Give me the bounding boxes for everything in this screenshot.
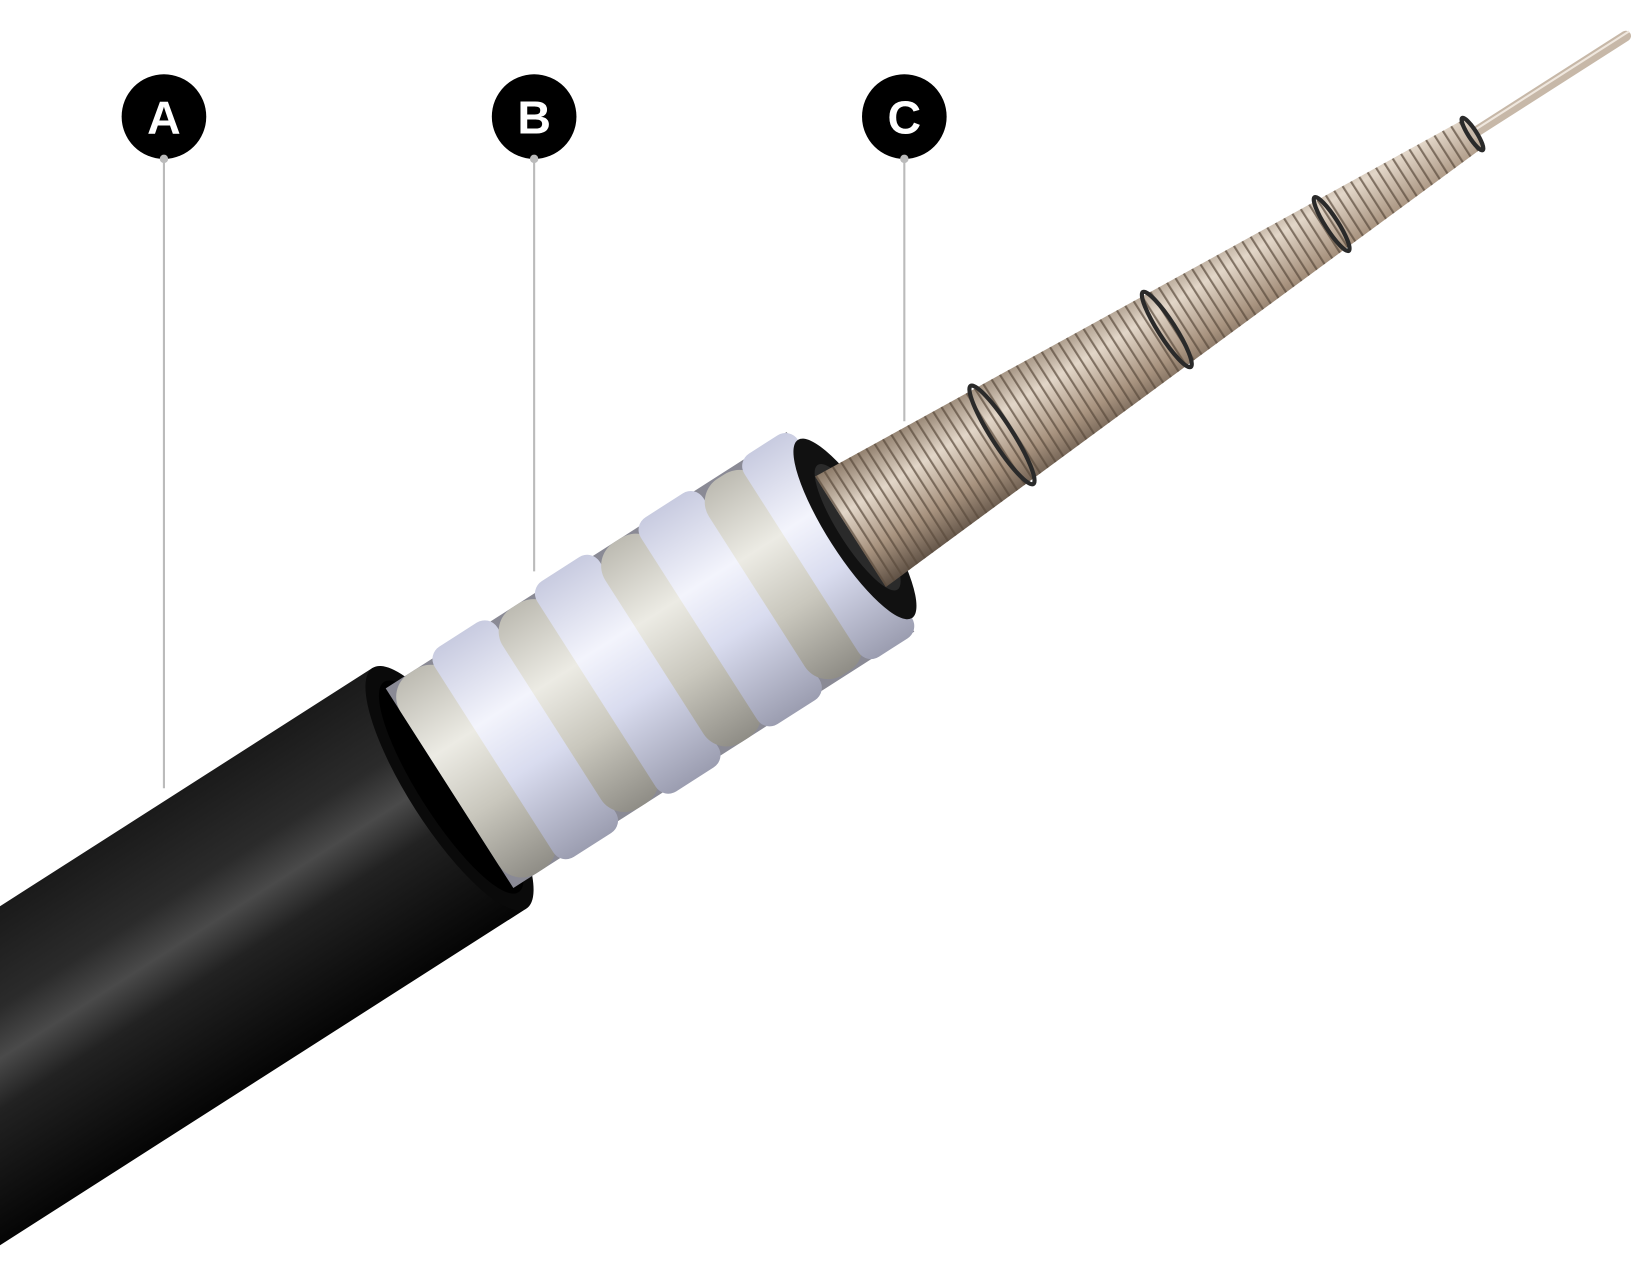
callout-badge-a [121, 74, 207, 159]
callout-a: A [121, 74, 207, 789]
callout-label-c: C [888, 92, 922, 144]
callout-badge-b [491, 74, 577, 159]
callout-badge-c [862, 74, 947, 159]
callout-c: C [862, 74, 947, 422]
callout-label-b: B [517, 92, 551, 144]
callout-b: B [491, 74, 577, 572]
callout-label-a: A [147, 92, 181, 144]
helical-core [815, 30, 1632, 588]
